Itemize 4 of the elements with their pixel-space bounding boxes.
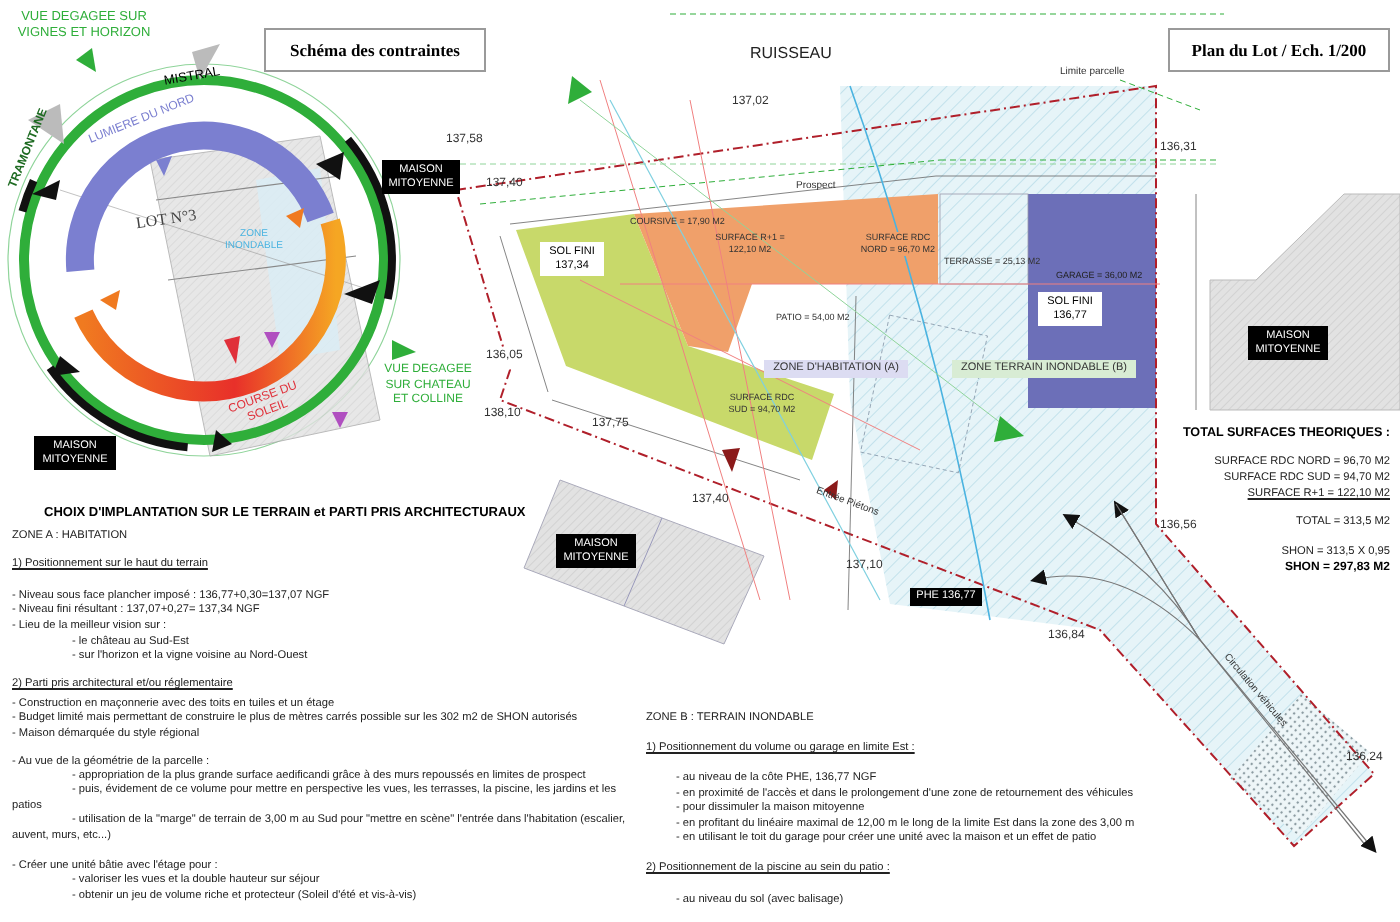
title-box: Plan du Lot / Ech. 1/200 <box>1168 28 1390 72</box>
lot-label: LOT N°3 <box>134 203 199 237</box>
stream-label: RUISSEAU <box>750 42 832 66</box>
title-box: Schéma des contraintes <box>264 28 486 72</box>
